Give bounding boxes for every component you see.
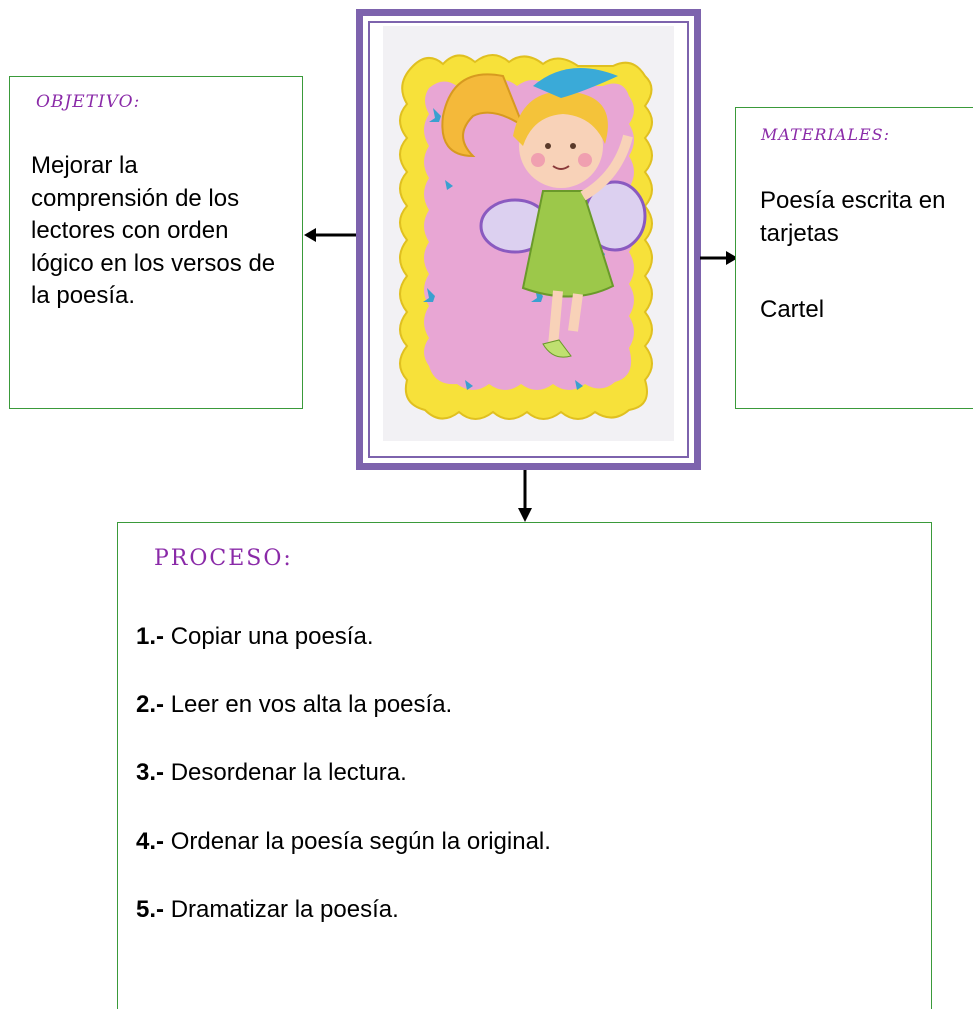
process-box: PROCESO: 1.- Copiar una poesía. 2.- Leer…	[117, 522, 932, 1009]
arrow-left-icon	[304, 228, 358, 242]
step-number: 5.-	[136, 896, 165, 923]
materials-box: MATERIALES: Poesía escrita en tarjetas C…	[735, 107, 973, 409]
picture-frame	[356, 9, 701, 470]
step-text: Desordenar la lectura.	[170, 759, 407, 786]
picture-frame-inner-border	[368, 21, 689, 458]
arrow-right-icon	[700, 251, 738, 265]
materials-item: Cartel	[760, 296, 825, 323]
process-step: 4.- Ordenar la poesía según la original.	[136, 828, 551, 856]
step-number: 1.-	[136, 623, 165, 650]
step-number: 3.-	[136, 759, 165, 786]
materials-item: Poesía escrita en tarjetas	[760, 187, 946, 247]
step-number: 4.-	[136, 828, 165, 855]
step-text: Leer en vos alta la poesía.	[170, 691, 453, 718]
process-heading: PROCESO:	[154, 546, 293, 571]
step-text: Copiar una poesía.	[170, 623, 374, 650]
step-text: Dramatizar la poesía.	[170, 896, 399, 923]
objective-text: Mejorar la comprensión de los lectores c…	[31, 152, 276, 309]
objective-box: OBJETIVO: Mejorar la comprensión de los …	[9, 76, 303, 409]
process-step: 1.- Copiar una poesía.	[136, 623, 374, 651]
process-step: 2.- Leer en vos alta la poesía.	[136, 691, 452, 719]
materials-heading: MATERIALES:	[761, 125, 890, 144]
objective-heading: OBJETIVO:	[36, 92, 141, 112]
process-step: 3.- Desordenar la lectura.	[136, 759, 407, 787]
fairy-card-illustration	[383, 26, 674, 441]
step-number: 2.-	[136, 691, 165, 718]
process-step: 5.- Dramatizar la poesía.	[136, 896, 399, 924]
step-text: Ordenar la poesía según la original.	[170, 828, 551, 855]
arrow-down-icon	[518, 470, 532, 522]
